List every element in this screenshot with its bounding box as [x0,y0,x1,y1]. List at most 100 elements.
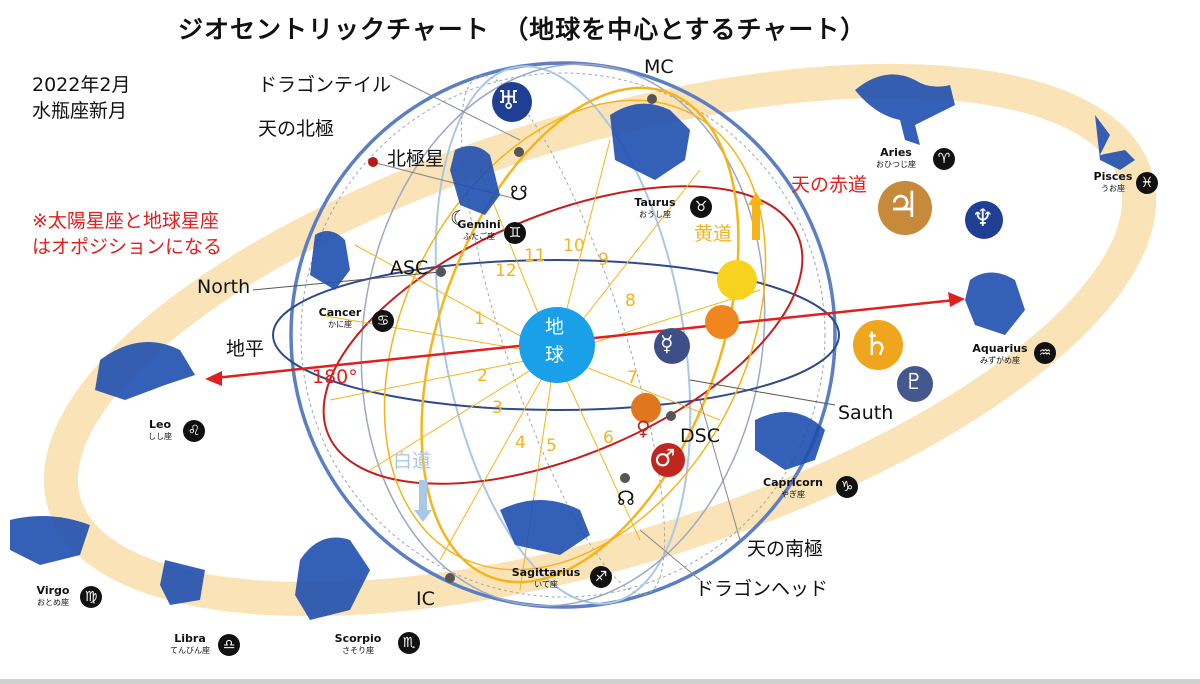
axis-line [639,529,701,581]
note-line-1: ※太陽星座と地球星座 [32,210,219,232]
horizon-label: 地平 [226,338,265,360]
ecliptic-ring [420,86,740,584]
mc-label: MC [644,56,674,78]
moon-path-label: 白道 [393,450,432,472]
dragon-tail-icon: ☋ [510,181,528,205]
house-number: 10 [563,236,585,256]
gemini-icon: ♊ [504,222,526,244]
jupiter-planet [878,181,932,235]
pluto-planet [897,366,933,402]
pisces-badge [492,82,532,122]
aries-icon: ♈ [933,148,955,170]
meridian-line [460,75,666,595]
dragon-head-icon: ☊ [617,486,635,510]
degree-180-label: 180° [312,366,358,388]
venus-planet [631,393,661,423]
north-pole-label: 天の北極 [258,118,335,140]
south-pole-point [620,473,630,483]
polaris-point [368,157,378,167]
celestial-sphere [289,61,837,609]
north-label: North [197,276,251,298]
ecliptic-label: 黄道 [694,223,733,245]
dsc-label: DSC [680,425,720,447]
house-number: 9 [598,250,609,270]
house-number: 11 [524,246,546,266]
note-line-2: はオポジションになる [32,236,223,258]
pisces-badge-icon: ♅ [497,86,521,116]
capricorn-icon: ♑ [836,476,858,498]
jupiter-icon: ♃ [887,185,920,226]
virgo-icon: ♍ [80,586,102,608]
house-number: 12 [495,261,517,281]
sagittarius-icon: ♐ [590,566,612,588]
north-pole-point [514,147,524,157]
date-line-1: 2022年2月 [32,74,131,96]
equator-label: 天の赤道 [791,174,868,196]
meridian-line [360,63,766,607]
ecliptic-ring-inner [383,99,767,571]
asc-point [436,267,446,277]
saturn-icon: ♄ [862,325,891,363]
cancer-icon: ♋ [372,310,394,332]
axis-line [389,74,521,141]
mercury-icon: ☿ [660,332,674,357]
sun [705,305,739,339]
pisces-icon: ♓ [1136,172,1158,194]
axis-line [252,271,441,291]
scorpio-icon: ♏ [398,632,420,654]
mars-icon: ♂ [654,444,676,472]
neptune-icon: ♆ [972,204,994,232]
earth-label-1: 地 [545,316,565,338]
house-number: 4 [515,433,526,453]
dragon-tail-label: ドラゴンテイル [258,74,392,96]
dragon-head-label: ドラゴンヘッド [695,578,829,600]
libra-icon: ♎ [218,634,240,656]
mc-point [647,94,657,104]
aquarius-icon: ♒ [1034,342,1056,364]
moon-icon: ☾ [450,206,468,230]
horizon-ring [272,259,840,411]
pluto-icon: ♇ [904,370,924,395]
earth-label-2: 球 [545,344,565,366]
house-number: 8 [625,291,636,311]
house-number: 5 [546,436,557,456]
leo-icon: ♌ [183,420,205,442]
dsc-point [666,411,676,421]
house-number: 2 [477,366,488,386]
house-number: 3 [492,398,503,418]
bottom-bar [0,679,1200,684]
mercury-planet [654,328,690,364]
ic-label: IC [416,588,435,610]
house-number: 6 [603,428,614,448]
south-pole-label: 天の南極 [747,538,824,560]
page-title: ジオセントリックチャート （地球を中心とするチャート） [178,15,867,44]
constellation-figures [10,74,1135,620]
ic-point [445,573,455,583]
saturn-planet [853,320,903,370]
taurus-icon: ♉ [690,196,712,218]
date-line-2: 水瓶座新月 [32,100,128,122]
meridian-line [434,65,692,605]
venus-icon: ♀ [636,416,651,440]
house-number: 7 [627,368,638,388]
ecliptic-arrow-icon [752,203,760,240]
axis-line [689,379,836,406]
neptune-planet [965,201,1003,239]
polaris-label: 北極星 [387,148,445,170]
axis-line [699,399,741,541]
earth [519,307,595,383]
house-number: 1 [474,309,485,329]
